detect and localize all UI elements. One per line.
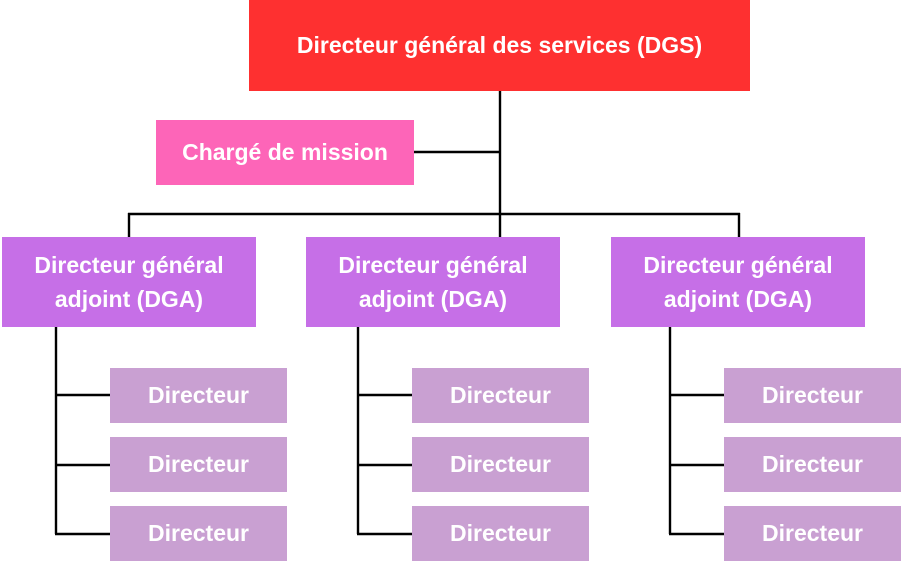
directeur-box: Directeur [412, 506, 589, 561]
dgs-label: Directeur général des services (DGS) [296, 32, 703, 58]
directeur-label: Directeur [148, 382, 249, 408]
dga-label: Directeur général adjoint (DGA) [643, 252, 833, 312]
directeur-label: Directeur [762, 520, 863, 546]
directeur-box: Directeur [724, 437, 901, 492]
directeur-box: Directeur [110, 368, 287, 423]
directeur-box: Directeur [110, 506, 287, 561]
directeur-label: Directeur [762, 382, 863, 408]
dgs-box: Directeur général des services (DGS) [249, 0, 750, 91]
directeur-label: Directeur [148, 451, 249, 477]
directeur-label: Directeur [450, 451, 551, 477]
directeur-label: Directeur [148, 520, 249, 546]
directeur-label: Directeur [762, 451, 863, 477]
directeur-box: Directeur [724, 506, 901, 561]
dga-label: Directeur général adjoint (DGA) [338, 252, 528, 312]
directeur-box: Directeur [724, 368, 901, 423]
directeur-label: Directeur [450, 382, 551, 408]
dga-box-2: Directeur général adjoint (DGA) [306, 237, 560, 327]
directeur-box: Directeur [412, 437, 589, 492]
dga-box-1: Directeur général adjoint (DGA) [2, 237, 256, 327]
dga-box-3: Directeur général adjoint (DGA) [611, 237, 865, 327]
dga-label: Directeur général adjoint (DGA) [34, 252, 224, 312]
directeur-label: Directeur [450, 520, 551, 546]
charge-de-mission-box: Chargé de mission [156, 120, 414, 185]
directeur-box: Directeur [412, 368, 589, 423]
directeur-box: Directeur [110, 437, 287, 492]
charge-de-mission-label: Chargé de mission [182, 139, 388, 165]
